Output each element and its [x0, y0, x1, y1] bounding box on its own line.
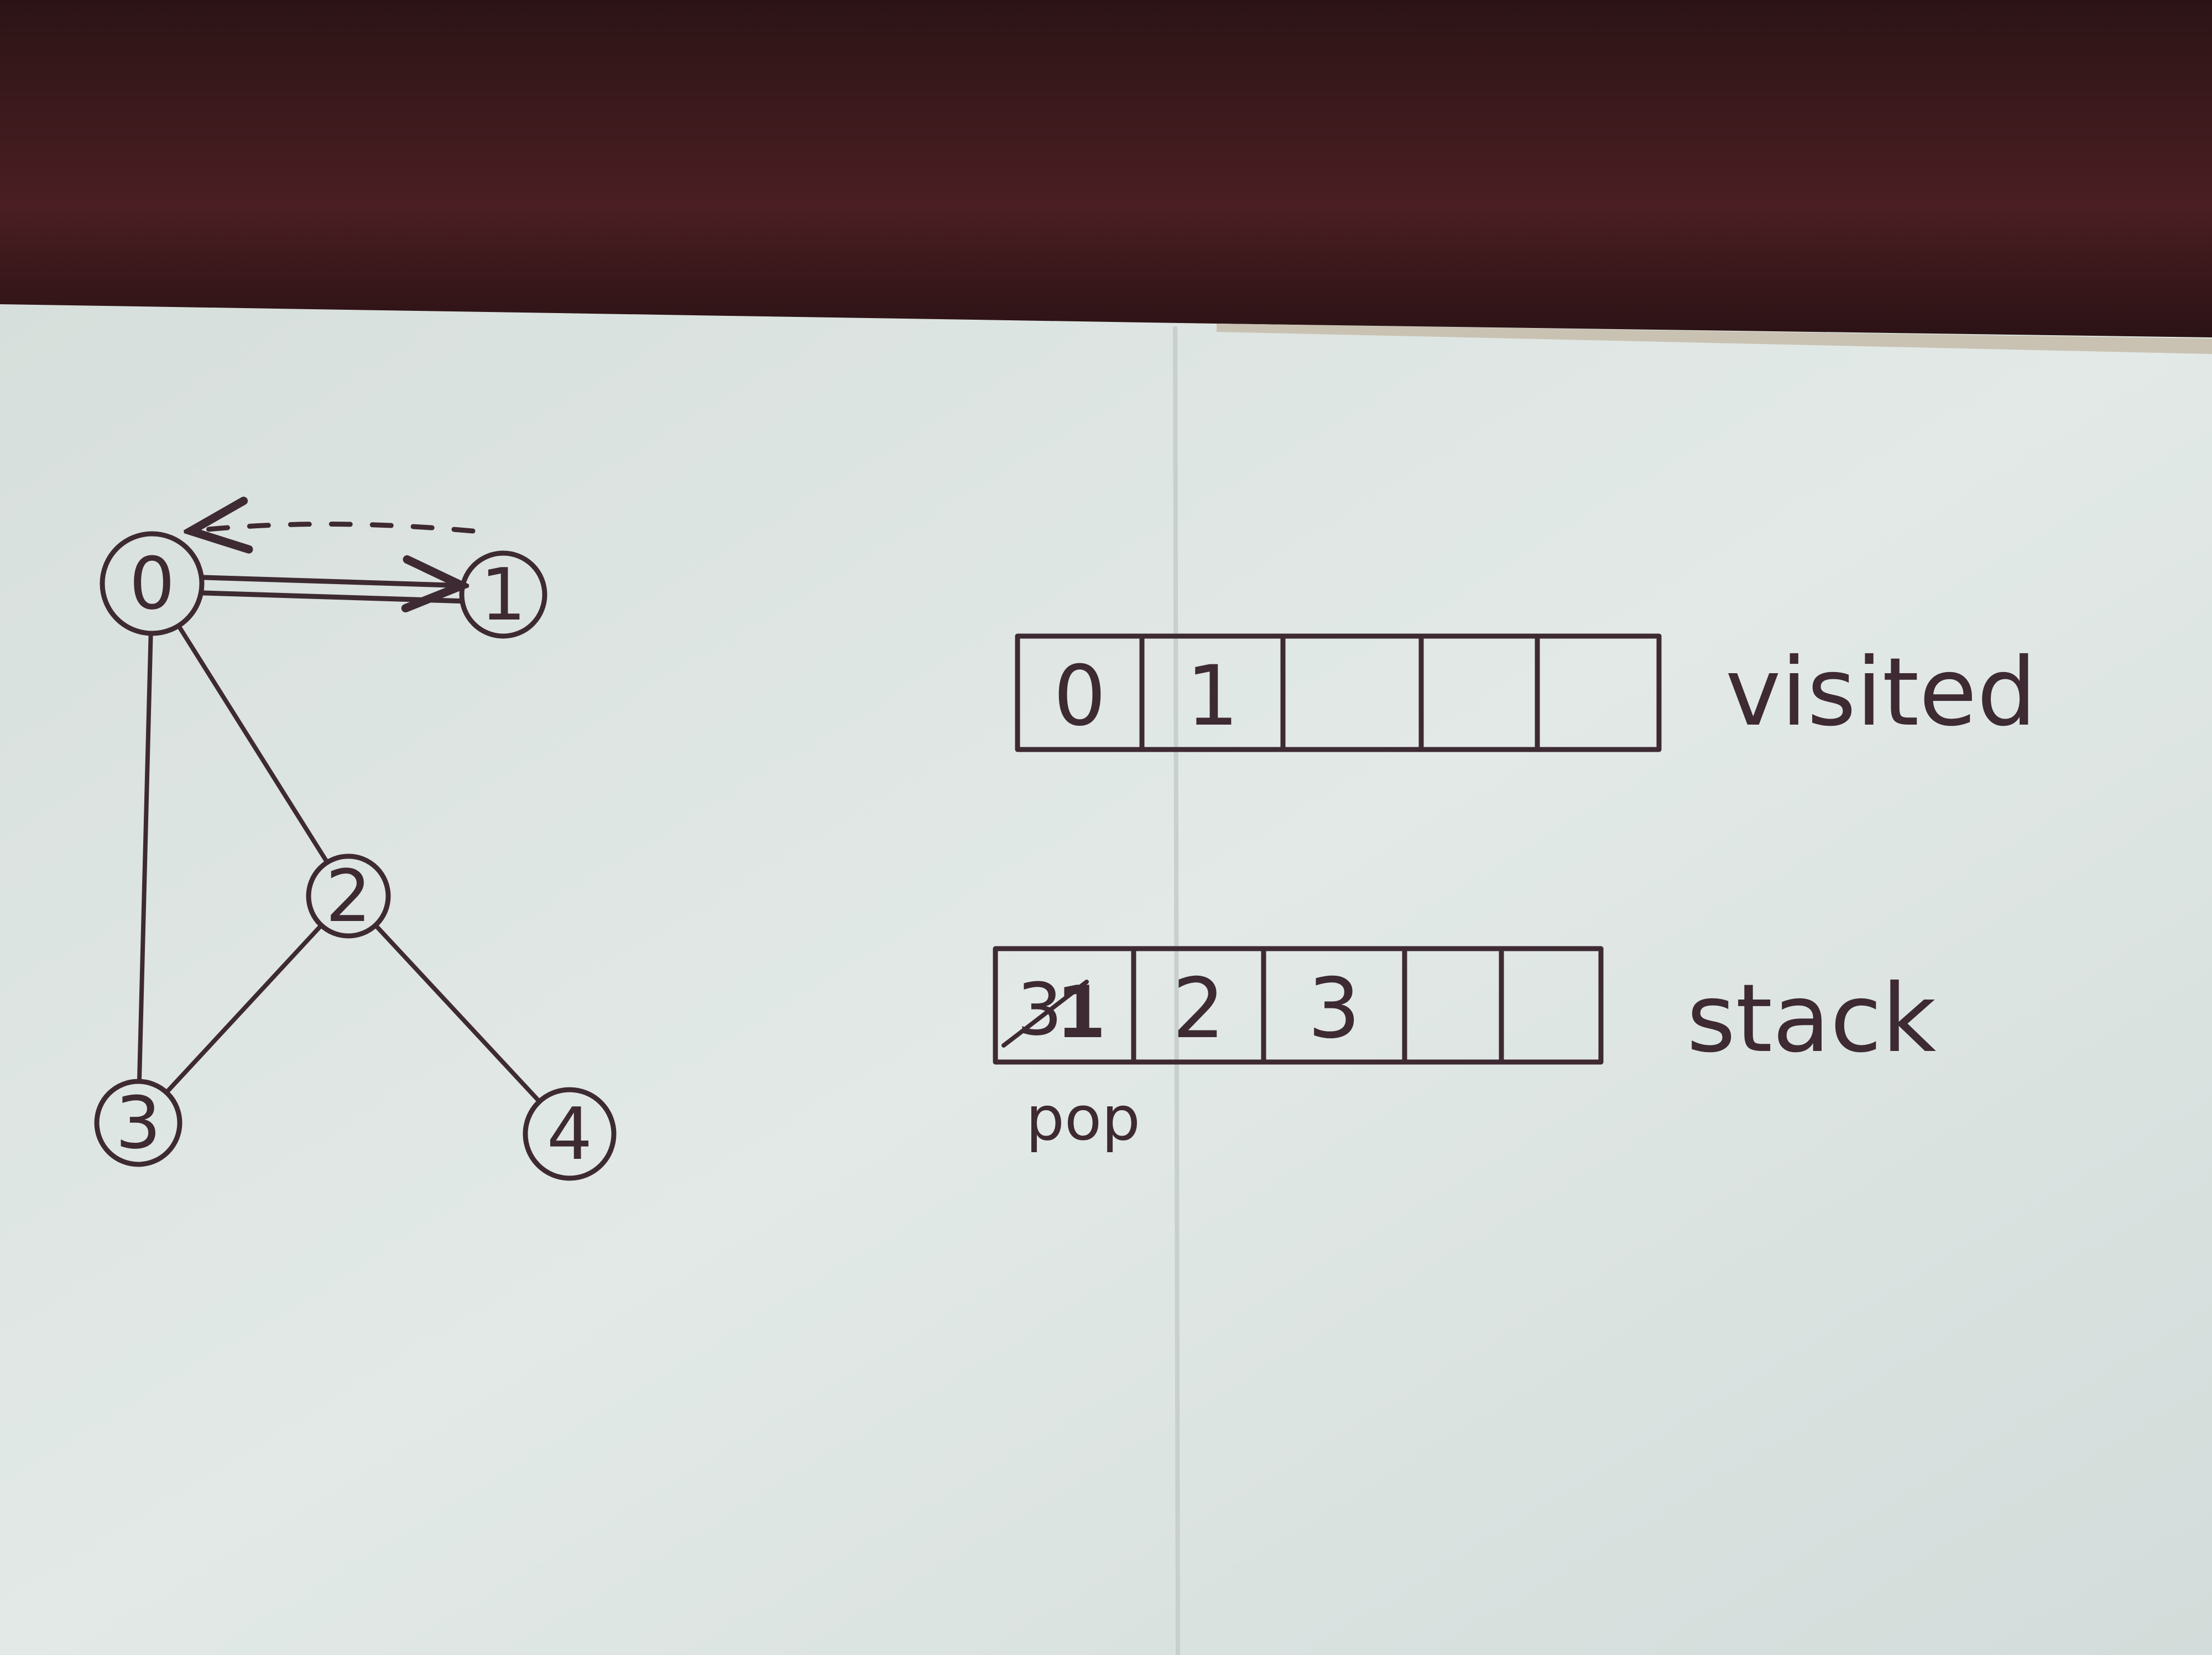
- edge-n1-n0-return: [191, 524, 476, 532]
- node-n1-label: 1: [481, 553, 526, 637]
- node-n2-circle: [306, 853, 391, 939]
- node-n4-circle: [523, 1087, 617, 1181]
- graph-diagram: 0 1 2 3 4: [94, 524, 617, 1181]
- node-n1-circle: [459, 550, 547, 639]
- node-n3-circle: [94, 1079, 182, 1167]
- edge-n0-n1-b: [199, 590, 465, 604]
- stack-cell-2: 3: [1308, 961, 1360, 1057]
- stack-frame: [993, 946, 1604, 1065]
- stack-label: stack: [1687, 964, 1936, 1074]
- stack-cell-0-struck: 3: [1017, 967, 1063, 1052]
- node-n2-label: 2: [326, 854, 372, 938]
- edge-n0-n3: [137, 631, 153, 1084]
- visited-cell-0: 0: [1053, 648, 1106, 745]
- node-n0-circle: [100, 531, 205, 636]
- center-fold: [1173, 326, 1180, 1655]
- edge-n0-n1-a: [199, 577, 462, 586]
- edge-n2-n3: [164, 923, 324, 1095]
- stack-cell-1: 2: [1172, 961, 1225, 1057]
- visited-frame: [1015, 633, 1662, 752]
- table-surface: [0, 0, 2212, 343]
- pop-note: pop: [1026, 1083, 1140, 1154]
- node-n0-label: 0: [129, 542, 175, 626]
- visited-label: visited: [1725, 638, 2037, 747]
- visited-cell-1: 1: [1186, 648, 1239, 745]
- page-edge: [1217, 324, 2212, 354]
- edge-n2-n4: [373, 923, 542, 1104]
- node-n4-label: 4: [547, 1092, 593, 1176]
- stack-cell-0: 1: [1056, 970, 1106, 1054]
- node-n3-label: 3: [116, 1081, 161, 1165]
- edge-n0-n2: [176, 623, 330, 865]
- strike-mark: [1001, 980, 1089, 1048]
